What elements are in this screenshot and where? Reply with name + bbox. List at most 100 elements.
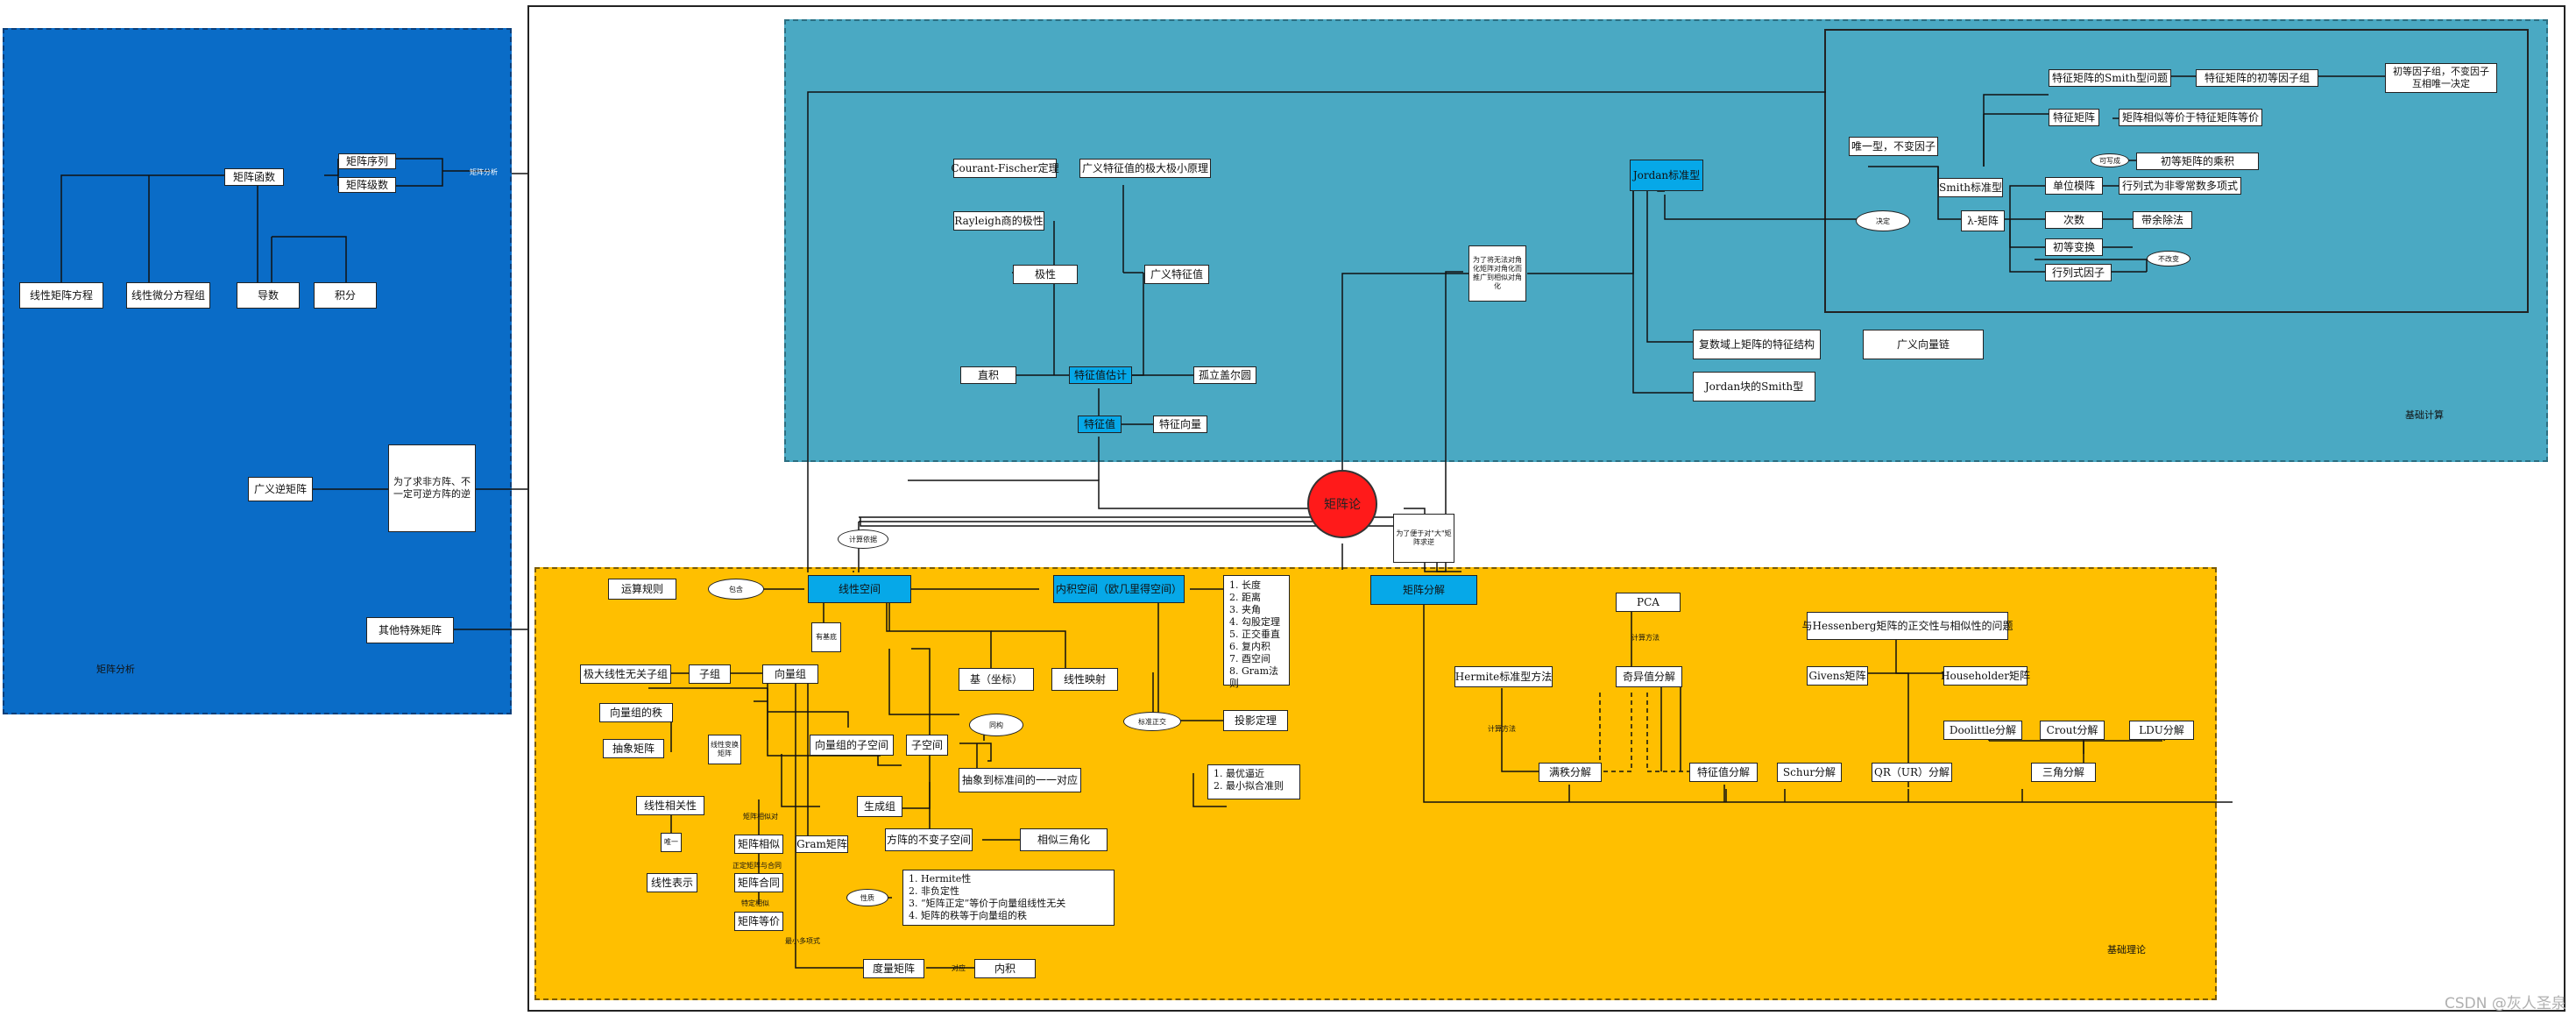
- doolittle-node[interactable]: Doolittle分解: [1943, 721, 2022, 740]
- max-independent-subgroup-node[interactable]: 极大线性无关子组: [580, 664, 671, 684]
- matrix-sequence-node[interactable]: 矩阵序列: [338, 153, 396, 169]
- least-squares-list: 1. 最优逼近 2. 最小拟合准则: [1207, 764, 1300, 799]
- generalized-inverse-node[interactable]: 广义逆矩阵: [248, 477, 313, 501]
- lambda-matrix-node[interactable]: λ-矩阵: [1961, 210, 2005, 231]
- generated-space-node[interactable]: 生成组: [857, 796, 902, 817]
- projection-theorem-node[interactable]: 投影定理: [1223, 710, 1288, 731]
- similar-triangular-node[interactable]: 相似三角化: [1020, 828, 1108, 851]
- watermark: CSDN @灰人圣泉: [2445, 995, 2566, 1012]
- matrix-theory-center-node[interactable]: 矩阵论: [1307, 470, 1377, 538]
- isomorphism-label: 同构: [969, 714, 1023, 736]
- vector-group-subspace-node[interactable]: 向量组的子空间: [810, 735, 894, 756]
- matrix-congruent-node[interactable]: 矩阵合同: [734, 873, 783, 892]
- linear-dependence-node[interactable]: 线性相关性: [636, 796, 704, 815]
- hessenberg-node[interactable]: 与Hessenberg矩阵的正交性与相似性的问题: [1802, 612, 2013, 640]
- gershgorin-node[interactable]: 孤立盖尔圆: [1193, 366, 1256, 384]
- gram-property: 3. “矩阵正定”等价于向量组线性无关: [909, 898, 1066, 909]
- jordan-smith-node[interactable]: Jordan块的Smith型: [1693, 372, 1815, 401]
- standard-normal-label: 标准正交: [1123, 712, 1181, 731]
- inner-product-space-node[interactable]: 内积空间（欧几里得空间）: [1053, 575, 1185, 603]
- degree-node[interactable]: 次数: [2045, 211, 2103, 229]
- det-nonzero-node[interactable]: 行列式为非零常数多项式: [2119, 177, 2241, 195]
- abstract-mapping-node[interactable]: 抽象到标准间的一一对应: [959, 768, 1081, 792]
- gram-property: 2. 非负定性: [909, 885, 959, 897]
- unimodular-node[interactable]: 单位模阵: [2045, 177, 2103, 195]
- one-to-one-label: 一一对应: [938, 964, 966, 972]
- determinant-factor-node[interactable]: 行列式因子: [2045, 264, 2112, 281]
- rayleigh-node[interactable]: Rayleigh商的极性: [953, 211, 1044, 231]
- matrix-similar-node[interactable]: 矩阵相似: [734, 835, 783, 854]
- inner-product-node[interactable]: 内积: [974, 959, 1036, 978]
- derivative-node[interactable]: 导数: [237, 282, 300, 309]
- full-rank-decomposition-node[interactable]: 满秩分解: [1539, 763, 1602, 782]
- linear-matrix-equation-node[interactable]: 线性矩阵方程: [19, 282, 103, 309]
- linear-diff-equation-node[interactable]: 线性微分方程组: [126, 282, 210, 309]
- triangular-decomposition-node[interactable]: 三角分解: [2031, 763, 2096, 782]
- svd-node[interactable]: 奇异值分解: [1616, 666, 1682, 687]
- basis-coordinate-node[interactable]: 基（坐标）: [959, 668, 1034, 691]
- nature-label: 性质: [846, 889, 888, 906]
- extremal-node[interactable]: 极性: [1013, 265, 1078, 284]
- linear-map-node[interactable]: 线性映射: [1051, 668, 1118, 691]
- metric-matrix-node[interactable]: 度量矩阵: [863, 959, 924, 978]
- vector-rank-node[interactable]: 向量组的秩: [599, 703, 673, 722]
- qr-decomposition-node[interactable]: QR（UR）分解: [1872, 763, 1952, 782]
- smith-problem-node[interactable]: 特征矩阵的Smith型问题: [2049, 69, 2171, 87]
- complex-structure-node[interactable]: 复数域上矩阵的特征结构: [1693, 330, 1821, 359]
- linear-representation-node[interactable]: 线性表示: [647, 873, 697, 892]
- pca-node[interactable]: PCA: [1616, 593, 1681, 612]
- generalized-eigenvalue-node[interactable]: 广义特征值: [1144, 265, 1209, 284]
- linear-space-node[interactable]: 线性空间: [808, 575, 911, 603]
- elementary-factor-group-node[interactable]: 特征矩阵的初等因子组: [2196, 69, 2318, 87]
- subgroup-node[interactable]: 子组: [689, 664, 731, 684]
- subspace-node[interactable]: 子空间: [906, 735, 948, 756]
- smith-standard-form-node[interactable]: Smith标准型: [1938, 178, 2003, 197]
- operation-rules-node[interactable]: 运算规则: [608, 579, 676, 600]
- matrix-decomposition-node[interactable]: 矩阵分解: [1370, 575, 1477, 605]
- smith-frame: [1824, 29, 2529, 313]
- eigen-decomposition-node[interactable]: 特征值分解: [1689, 763, 1758, 782]
- matrix-function-node[interactable]: 矩阵函数: [224, 168, 284, 186]
- gram-property: 4. 矩阵的秩等于向量组的秩: [909, 910, 1027, 921]
- square-invariant-subspace-node[interactable]: 方阵的不变子空间: [885, 828, 973, 851]
- gram-properties-list: 1. Hermite性 2. 非负定性 3. “矩阵正定”等价于向量组线性无关 …: [902, 870, 1115, 926]
- hermite-method-node[interactable]: Hermite标准型方法: [1454, 666, 1553, 687]
- characteristic-similar-node[interactable]: 矩阵相似等价于特征矩阵等价: [2119, 109, 2262, 126]
- elementary-product-node[interactable]: 初等矩阵的乘积: [2136, 153, 2259, 170]
- crout-node[interactable]: Crout分解: [2040, 721, 2105, 740]
- other-special-matrix-node[interactable]: 其他特殊矩阵: [366, 617, 454, 643]
- integral-node[interactable]: 积分: [314, 282, 377, 309]
- jordan-standard-form-node[interactable]: Jordan标准型: [1630, 160, 1703, 191]
- givens-matrix-node[interactable]: Givens矩阵: [1807, 666, 1868, 686]
- characteristic-matrix-node[interactable]: 特征矩阵: [2049, 109, 2099, 126]
- gram-matrix-node[interactable]: Gram矩阵: [796, 835, 848, 853]
- invertible-label: 可写成: [2091, 153, 2129, 167]
- eigenvector-node[interactable]: 特征向量: [1153, 416, 1207, 433]
- eigenvalue-node[interactable]: 特征值: [1078, 416, 1122, 433]
- generalized-eigen-chain-node[interactable]: 广义向量链: [1863, 330, 1984, 359]
- outer-frame: [527, 5, 2565, 1012]
- metric-item: 8. Gram法则: [1229, 665, 1279, 689]
- householder-matrix-node[interactable]: Householder矩阵: [1941, 666, 2030, 686]
- generalized-minmax-node[interactable]: 广义特征值的极大极小原理: [1079, 159, 1211, 178]
- abstract-matrix-node[interactable]: 抽象矩阵: [603, 739, 664, 758]
- direct-product-node[interactable]: 直积: [960, 366, 1016, 384]
- jordan-purpose-note: 为了将无法对角化矩阵对角化而推广到相似对角化: [1468, 245, 1526, 302]
- convergence-note-label: 矩阵分析: [470, 168, 498, 176]
- matrix-equivalent-node[interactable]: 矩阵等价: [734, 912, 783, 931]
- ldu-node[interactable]: LDU分解: [2129, 721, 2194, 740]
- matrix-analysis-region: [3, 28, 512, 714]
- vector-group-node[interactable]: 向量组: [762, 664, 818, 684]
- eigenvalue-estimate-node[interactable]: 特征值估计: [1069, 366, 1132, 384]
- matrix-series-node[interactable]: 矩阵级数: [338, 177, 396, 193]
- schur-decomposition-node[interactable]: Schur分解: [1777, 763, 1842, 782]
- metric-item: 7. 酉空间: [1229, 653, 1270, 664]
- calc-method-label: 计算方法: [1631, 634, 1660, 642]
- matrix-analysis-label: 矩阵分析: [96, 664, 135, 675]
- courant-fischer-node[interactable]: Courant-Fischer定理: [951, 159, 1059, 178]
- unique-invariant-node[interactable]: 唯一型，不变因子: [1849, 137, 1938, 156]
- division-node[interactable]: 带余除法: [2133, 211, 2192, 229]
- include-label: 包含: [708, 579, 764, 600]
- elementary-transform-node[interactable]: 初等变换: [2045, 238, 2103, 256]
- basic-computation-region: [784, 19, 2548, 462]
